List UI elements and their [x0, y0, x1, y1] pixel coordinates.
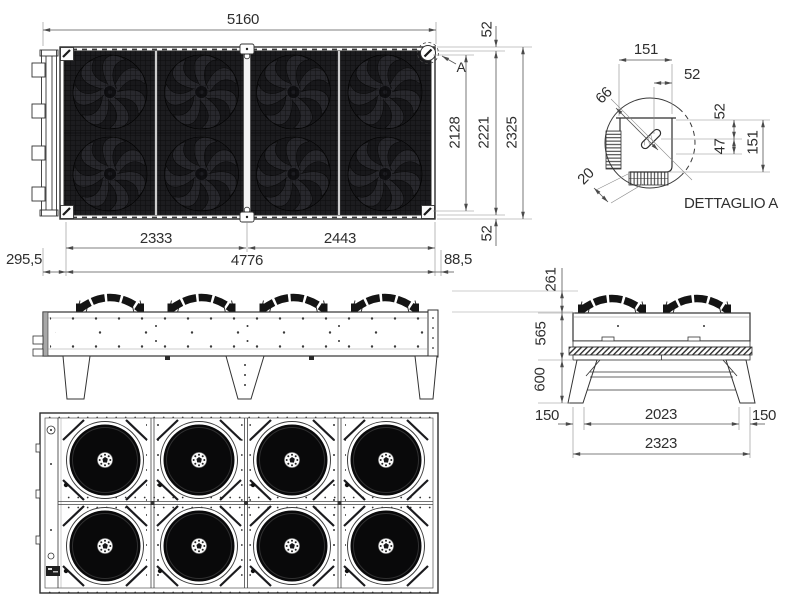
dim-plan-core-depth: 2128 [446, 116, 464, 149]
detail-view-title: DETTAGLIO A [684, 195, 778, 212]
plan-view [31, 42, 439, 223]
dim-plan-overhang-right: 88,5 [444, 251, 472, 268]
dim-detail-slot-to-base: 47 [711, 138, 729, 155]
front-view [35, 412, 439, 594]
dim-end-leg-height: 600 [531, 367, 549, 392]
end-elevation [452, 268, 765, 458]
dim-end-casing-height: 565 [532, 321, 550, 346]
dim-plan-bottom-flange: 52 [478, 225, 496, 242]
dim-plan-overall-width: 5160 [226, 11, 260, 28]
dim-detail-edge-to-slot: 52 [711, 103, 729, 120]
plan-dimensions [42, 22, 532, 276]
dim-plan-overall-depth: 2325 [503, 116, 521, 149]
dim-end-overall-width: 2323 [644, 435, 678, 452]
detail-marker-label: A [456, 59, 466, 75]
dim-plan-overhang-left: 295,5 [5, 251, 43, 268]
detail-a-indicator [417, 42, 439, 64]
detail-view [593, 58, 770, 204]
dim-detail-bracket-width: 151 [633, 41, 659, 58]
dim-plan-foot-span-left: 2333 [139, 230, 173, 247]
dim-plan-foot-span-right: 2443 [323, 230, 357, 247]
side-elevation [32, 298, 439, 400]
dim-end-guard-height: 261 [542, 267, 560, 292]
dim-detail-slot-offset: 52 [683, 66, 701, 83]
dim-plan-top-flange: 52 [478, 21, 496, 38]
brand-logo [46, 566, 60, 576]
dim-plan-frame-depth: 2221 [475, 116, 493, 149]
dim-detail-bracket-height: 151 [744, 130, 762, 155]
dim-end-foot-inset-right: 150 [751, 407, 777, 424]
dim-plan-foot-span-total: 4776 [230, 252, 264, 269]
dim-end-foot-inset-left: 150 [534, 407, 560, 424]
dim-end-feet-span: 2023 [644, 406, 678, 423]
